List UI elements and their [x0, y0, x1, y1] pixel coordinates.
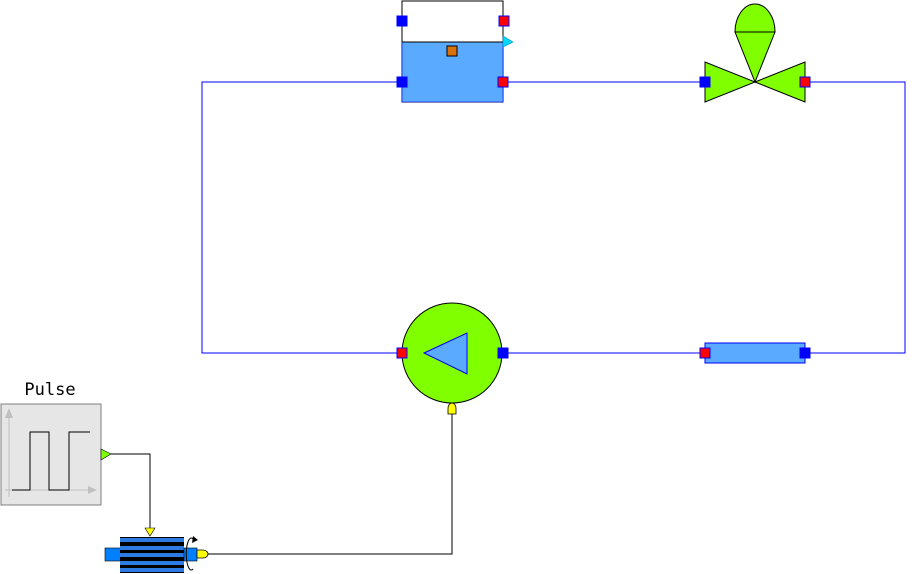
valve[interactable] [699, 3, 811, 103]
connection-pulse-to-motor[interactable] [110, 453, 151, 528]
pipe[interactable] [699, 342, 811, 364]
motor-rotation-arrow [185, 537, 194, 571]
pump[interactable] [396, 302, 509, 415]
valve-stem-wedge [734, 31, 776, 84]
pulse-x-axis-arrow [88, 486, 97, 494]
pulse-source[interactable]: Pulse [0, 380, 112, 506]
motor[interactable] [104, 527, 209, 573]
pump-direction-triangle [422, 332, 468, 375]
pulse-label: Pulse [24, 380, 75, 400]
pump-shaft-port[interactable] [447, 402, 457, 415]
pulse-box [0, 403, 102, 506]
pipe-port-a[interactable] [699, 347, 711, 359]
pump-port-a[interactable] [396, 347, 408, 359]
signal-connections [110, 412, 453, 555]
tank-port-a[interactable] [396, 76, 408, 88]
motor-input-port[interactable] [144, 527, 156, 537]
connection-motor-to-pump[interactable] [205, 412, 453, 555]
fluid-connections [201, 81, 906, 354]
motor-stripes [120, 538, 184, 572]
connection-pump-to-tank[interactable] [201, 81, 402, 354]
pump-port-b[interactable] [497, 347, 509, 359]
valve-left-wedge [704, 61, 757, 103]
motor-shaft-port[interactable] [196, 549, 209, 559]
tank-top-port-a[interactable] [396, 15, 408, 27]
tank[interactable] [396, 0, 514, 103]
tank-heat-port[interactable] [446, 45, 458, 57]
motor-rotation-arrowhead [192, 536, 198, 543]
valve-port-a[interactable] [699, 76, 711, 88]
pipe-port-b[interactable] [799, 347, 811, 359]
pulse-output-port[interactable] [100, 448, 112, 461]
connection-valve-to-pipe[interactable] [805, 81, 906, 354]
valve-actuator [734, 3, 776, 33]
valve-port-b[interactable] [799, 76, 811, 88]
pulse-y-axis-arrow [5, 408, 13, 418]
tank-port-b[interactable] [497, 76, 509, 88]
tank-top-port-b[interactable] [498, 15, 510, 27]
tank-level-output-port[interactable] [502, 35, 514, 48]
valve-right-wedge [753, 61, 806, 103]
pipe-body [704, 342, 806, 364]
pulse-waveform [12, 431, 90, 491]
motor-left-flange [104, 547, 122, 562]
